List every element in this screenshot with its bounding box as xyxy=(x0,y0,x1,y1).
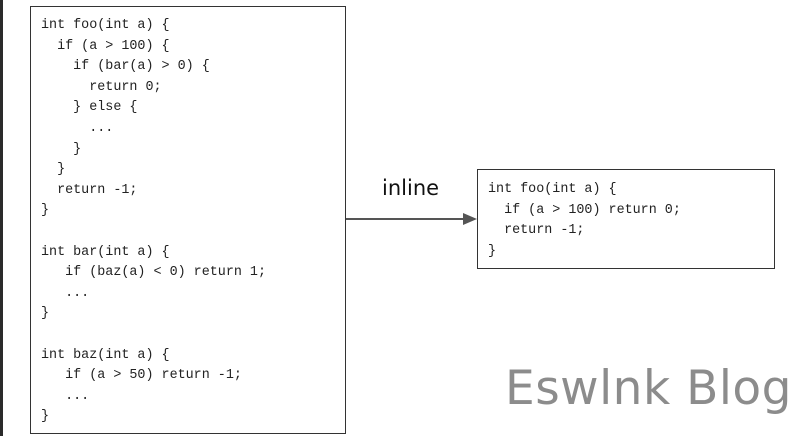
source-code-box: int foo(int a) { if (a > 100) { if (bar(… xyxy=(30,6,346,434)
watermark-text: Eswlnk Blog xyxy=(505,361,793,416)
code-line: } xyxy=(41,141,82,157)
code-line xyxy=(41,222,266,243)
code-line: return -1; xyxy=(41,182,138,198)
code-line: int bar(int a) { xyxy=(41,244,170,260)
code-line: ... xyxy=(41,120,114,136)
arrow-head-icon xyxy=(463,213,477,225)
code-line: if (a > 50) return -1; xyxy=(41,368,242,384)
inlined-code-block: int foo(int a) { if (a > 100) return 0; … xyxy=(488,180,681,262)
code-line: if (bar(a) > 0) { xyxy=(41,59,210,75)
code-line: if (a > 100) { xyxy=(41,38,170,54)
left-edge-bar xyxy=(0,0,3,436)
code-line: } else { xyxy=(41,100,138,116)
code-line: } xyxy=(41,306,50,322)
code-line: return -1; xyxy=(488,223,585,239)
code-line: int baz(int a) { xyxy=(41,347,170,363)
code-line: ... xyxy=(41,388,90,404)
arrow-label: inline xyxy=(382,176,440,200)
code-line: } xyxy=(41,409,50,425)
code-line: return 0; xyxy=(41,79,162,95)
code-line: } xyxy=(41,203,50,219)
code-line: int foo(int a) { xyxy=(41,18,170,33)
code-line: int foo(int a) { xyxy=(488,182,617,197)
code-line: if (baz(a) < 0) return 1; xyxy=(41,265,266,281)
code-line: } xyxy=(488,243,497,259)
code-line xyxy=(41,325,266,346)
inlined-code-box: int foo(int a) { if (a > 100) return 0; … xyxy=(477,169,775,269)
source-code-block: int foo(int a) { if (a > 100) { if (bar(… xyxy=(41,16,266,428)
code-line: ... xyxy=(41,285,90,301)
code-line: if (a > 100) return 0; xyxy=(488,202,681,218)
code-line: } xyxy=(41,162,66,178)
